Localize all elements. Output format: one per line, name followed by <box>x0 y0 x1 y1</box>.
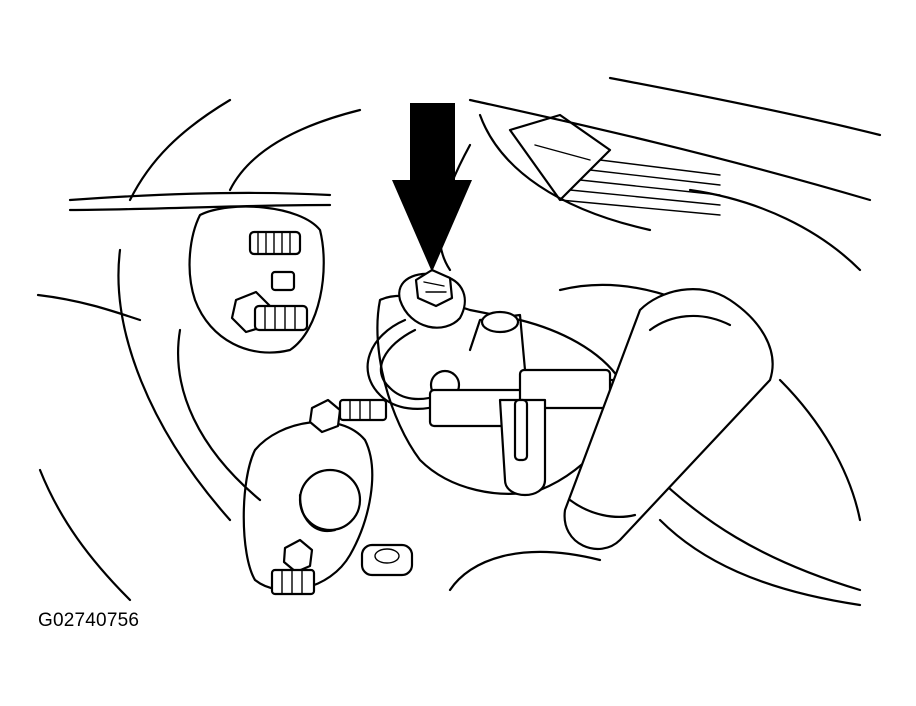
small-boss <box>360 543 414 577</box>
engine-background-lines <box>36 76 882 607</box>
stud-bolt-upper <box>248 230 302 292</box>
housing-bolt-lower <box>270 538 316 596</box>
housing-bolt-upper <box>308 398 388 434</box>
mount-plate <box>188 205 325 354</box>
ground-bolt <box>398 268 466 329</box>
vent-grille <box>508 113 721 216</box>
indicator-arrow <box>392 103 472 272</box>
figure-code-label: G02740756 <box>38 610 140 631</box>
hose <box>563 288 774 550</box>
ground-wire <box>366 318 442 410</box>
stud-bolt-lower <box>230 290 309 334</box>
